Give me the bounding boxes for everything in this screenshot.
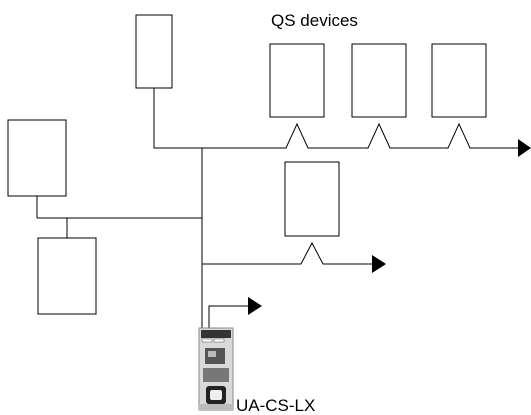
device-box-left bbox=[8, 120, 66, 196]
device-box-lower-left bbox=[38, 238, 96, 314]
qs-bus-arrow-icon bbox=[518, 139, 531, 157]
middle-branch-arrow-icon bbox=[372, 255, 386, 273]
device-box-qs-1 bbox=[270, 44, 324, 117]
ua-cs-lx-label: UA-CS-LX bbox=[236, 396, 315, 415]
interface-output-line bbox=[209, 306, 248, 330]
device-box-qs-2 bbox=[352, 44, 406, 117]
device-box-qs-3 bbox=[432, 44, 486, 117]
interface-output-arrow-icon bbox=[248, 297, 262, 315]
qs-devices-label: QS devices bbox=[271, 11, 358, 30]
middle-branch-line bbox=[202, 243, 372, 264]
ua-cs-lx-device-icon bbox=[199, 328, 233, 410]
device-box-top-left bbox=[136, 15, 172, 88]
device-box-middle bbox=[285, 162, 339, 236]
